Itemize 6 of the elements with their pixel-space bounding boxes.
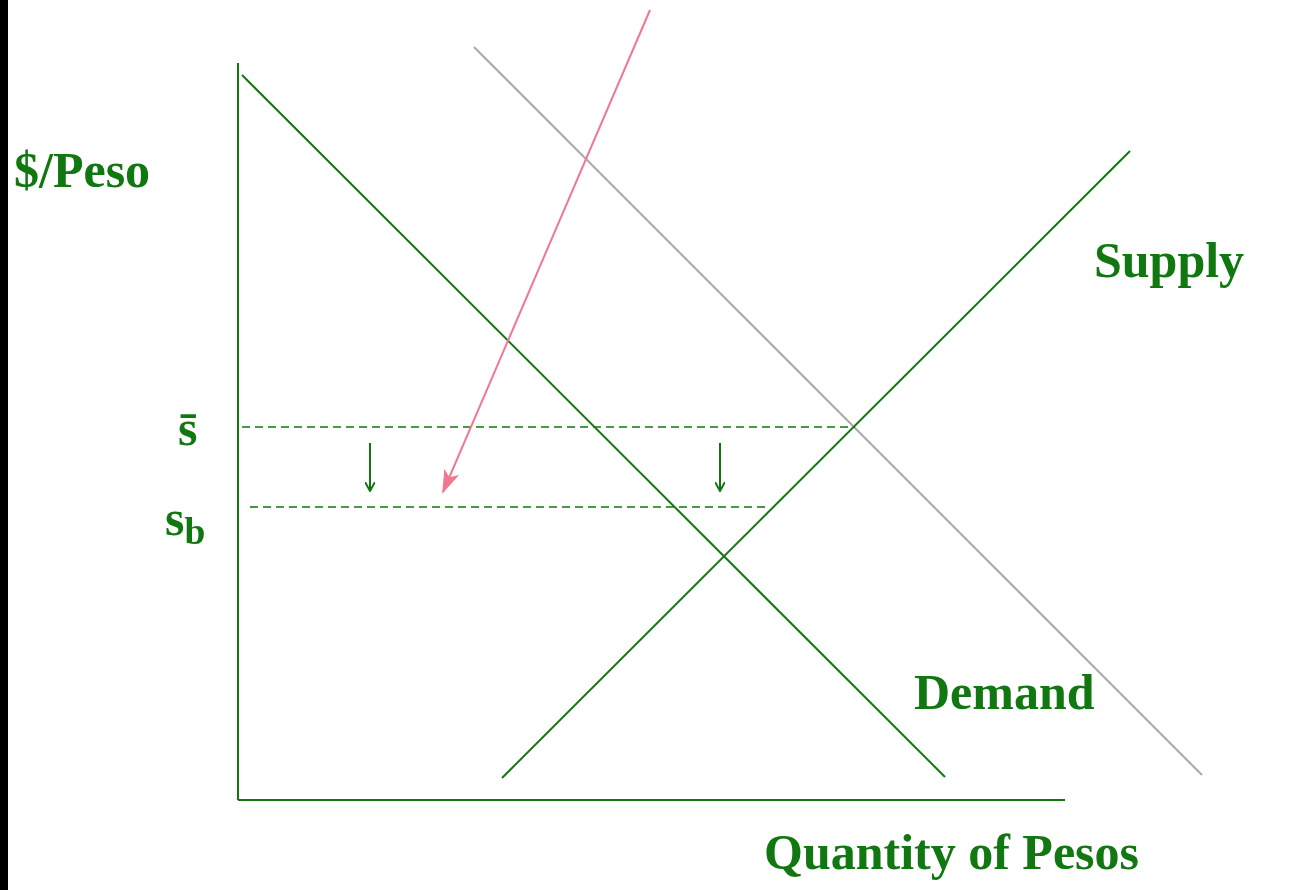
axis-label: Quantity of Pesos <box>764 823 1139 882</box>
axis-label: s$_{b}$ <box>165 489 206 548</box>
axis-label: Supply <box>1094 231 1245 290</box>
axis-label: Demand <box>914 663 1095 722</box>
axis-label: $/Peso <box>14 141 151 200</box>
axis-label: s̄ <box>178 399 198 458</box>
